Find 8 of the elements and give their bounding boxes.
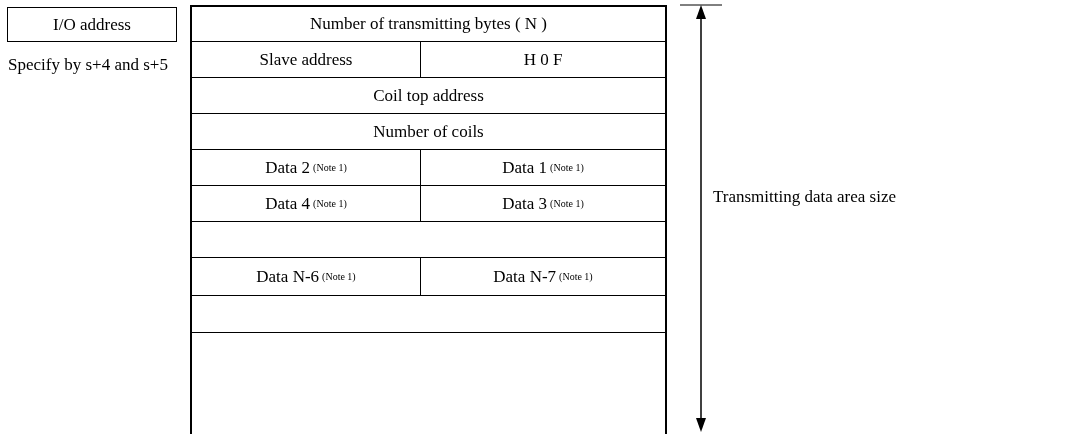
table-cell: Coil top address xyxy=(192,78,665,114)
dimension-label: Transmitting data area size xyxy=(713,187,897,208)
table-cell: Number of transmitting bytes ( N ) xyxy=(192,7,665,42)
table-cell: H 0 F xyxy=(421,42,665,78)
address-box: I/O address xyxy=(7,7,177,42)
table-cell: Slave address xyxy=(192,42,421,78)
note-text: Specify by s+4 and s+5 xyxy=(8,54,169,76)
table-cell: Number of coils xyxy=(192,114,665,150)
